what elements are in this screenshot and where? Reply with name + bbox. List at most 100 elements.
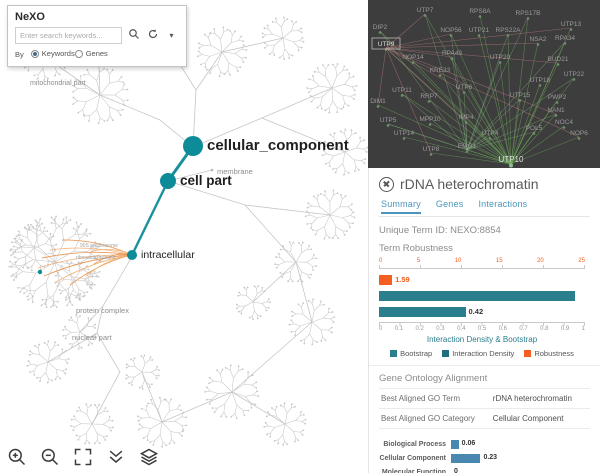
radio-genes[interactable]: Genes bbox=[74, 49, 108, 58]
gene-node-rpa34[interactable] bbox=[563, 42, 567, 45]
gene-node-utp7[interactable] bbox=[423, 14, 427, 17]
close-icon[interactable] bbox=[379, 176, 394, 192]
gene-label-nop14[interactable]: NOP14 bbox=[402, 54, 424, 61]
gene-label-utp20[interactable]: UTP20 bbox=[490, 54, 511, 61]
gene-label-bud21[interactable]: BUD21 bbox=[548, 56, 569, 63]
gene-label-utp14[interactable]: UTP14 bbox=[394, 130, 415, 137]
radio-keywords[interactable]: Keywords bbox=[30, 49, 75, 58]
gene-node-utp18[interactable] bbox=[538, 84, 542, 87]
gene-node-nan1[interactable] bbox=[554, 114, 558, 117]
gene-node-imp4[interactable] bbox=[464, 121, 468, 124]
selected-term-node[interactable] bbox=[37, 269, 43, 275]
gene-label-pwp2[interactable]: PWP2 bbox=[548, 94, 567, 101]
gene-label-nsa2[interactable]: NSA2 bbox=[530, 36, 547, 43]
gene-node-utp11[interactable] bbox=[400, 94, 404, 97]
gene-node-bud21[interactable] bbox=[556, 63, 560, 66]
gene-label-rpa34[interactable]: RPA34 bbox=[555, 35, 575, 42]
gene-node-utp10[interactable] bbox=[509, 163, 513, 168]
gene-node-utp13[interactable] bbox=[569, 28, 573, 31]
tab-interactions[interactable]: Interactions bbox=[478, 199, 528, 209]
reset-button[interactable] bbox=[145, 28, 160, 43]
tree-node-intracellular[interactable] bbox=[127, 250, 137, 260]
gene-node-utp5[interactable] bbox=[386, 124, 390, 127]
zoom-out-button[interactable] bbox=[38, 445, 62, 469]
gene-label-noc4[interactable]: NOC4 bbox=[555, 119, 573, 126]
collapse-all-button[interactable] bbox=[104, 445, 128, 469]
tab-summary[interactable]: Summary bbox=[381, 199, 421, 212]
gene-node-emg1[interactable] bbox=[465, 150, 469, 153]
gene-node-mpp10[interactable] bbox=[428, 123, 432, 126]
gene-label-utp4[interactable]: UTP4 bbox=[482, 130, 499, 137]
zoom-in-button[interactable] bbox=[5, 445, 29, 469]
gene-label-kre33[interactable]: KRE33 bbox=[430, 67, 451, 74]
search-button[interactable] bbox=[126, 28, 141, 43]
gene-node-utp22[interactable] bbox=[572, 78, 576, 81]
gene-node-utp9[interactable] bbox=[384, 48, 388, 51]
gene-node-rps8a[interactable] bbox=[478, 15, 482, 18]
ontology-tree-canvas[interactable] bbox=[0, 0, 368, 473]
gene-node-utp20[interactable] bbox=[498, 61, 502, 64]
gene-node-pwp2[interactable] bbox=[555, 101, 559, 104]
gene-node-utp14[interactable] bbox=[402, 137, 406, 140]
panel-collapse-button[interactable]: ▾ bbox=[164, 28, 179, 43]
gene-label-dim1[interactable]: DIM1 bbox=[370, 98, 386, 105]
gene-label-rps8a[interactable]: RPS8A bbox=[469, 8, 491, 15]
gene-label-utp6[interactable]: UTP6 bbox=[456, 84, 473, 91]
gene-node-dim1[interactable] bbox=[376, 105, 380, 108]
gene-label-rps22a[interactable]: RPS22A bbox=[496, 27, 522, 34]
divider bbox=[369, 365, 600, 366]
gene-label-pol5[interactable]: POL5 bbox=[526, 125, 543, 132]
gene-label-utp9[interactable]: UTP9 bbox=[378, 41, 395, 48]
tree-node-cellular-component[interactable] bbox=[183, 136, 203, 156]
gene-label-emg1[interactable]: EMG1 bbox=[458, 143, 477, 150]
gene-node-rrp7[interactable] bbox=[427, 100, 431, 103]
gene-node-nop14[interactable] bbox=[411, 61, 415, 64]
gene-label-nan1[interactable]: NAN1 bbox=[547, 107, 565, 114]
gene-label-utp18[interactable]: UTP18 bbox=[530, 77, 551, 84]
gene-node-rps17b[interactable] bbox=[526, 17, 530, 20]
gene-label-nop56[interactable]: NOP56 bbox=[440, 27, 462, 34]
gene-node-noc4[interactable] bbox=[562, 126, 566, 129]
gene-label-utp15[interactable]: UTP15 bbox=[510, 92, 531, 99]
gene-node-nsa2[interactable] bbox=[536, 43, 540, 46]
gene-label-rps17b[interactable]: RPS17B bbox=[516, 10, 541, 17]
gene-label-dip2[interactable]: DIP2 bbox=[373, 24, 388, 31]
gene-label-utp13[interactable]: UTP13 bbox=[561, 21, 582, 28]
gene-label-rpa49[interactable]: RPA49 bbox=[442, 50, 462, 57]
gene-label-utp22[interactable]: UTP22 bbox=[564, 71, 585, 78]
gene-node-utp15[interactable] bbox=[518, 99, 522, 102]
gene-label-utp7[interactable]: UTP7 bbox=[417, 7, 434, 14]
gene-node-nop56[interactable] bbox=[449, 34, 453, 37]
gene-node-utp6[interactable] bbox=[462, 91, 466, 94]
layers-button[interactable] bbox=[137, 445, 161, 469]
gene-label-utp5[interactable]: UTP5 bbox=[380, 117, 397, 124]
gene-node-utp21[interactable] bbox=[477, 34, 481, 37]
layers-icon bbox=[139, 447, 159, 467]
gene-label-rrp7[interactable]: RRP7 bbox=[420, 93, 438, 100]
gene-label-utp11[interactable]: UTP11 bbox=[392, 87, 412, 94]
gene-label-utp10[interactable]: UTP10 bbox=[499, 155, 524, 164]
gene-node-utp4[interactable] bbox=[488, 137, 492, 140]
gene-node-rpa49[interactable] bbox=[450, 57, 454, 60]
tab-genes[interactable]: Genes bbox=[435, 199, 464, 209]
gene-label-mpp10[interactable]: MPP10 bbox=[419, 116, 441, 123]
gene-label-utp8[interactable]: UTP8 bbox=[423, 146, 440, 153]
gene-node-dip2[interactable] bbox=[378, 31, 382, 34]
tree-node-cell-part[interactable] bbox=[160, 173, 176, 189]
gene-node-utp8[interactable] bbox=[429, 153, 433, 156]
search-input[interactable] bbox=[15, 27, 122, 44]
radio-dot[interactable] bbox=[74, 49, 83, 58]
gene-node-kre33[interactable] bbox=[438, 74, 442, 77]
gene-label-utp21[interactable]: UTP21 bbox=[469, 27, 490, 34]
gene-label-imp4[interactable]: IMP4 bbox=[458, 114, 474, 121]
gene-node-rps22a[interactable] bbox=[506, 34, 510, 37]
gene-label-nop6[interactable]: NOP6 bbox=[570, 130, 588, 137]
gene-node-nop6[interactable] bbox=[577, 137, 581, 140]
fit-to-screen-button[interactable] bbox=[71, 445, 95, 469]
radio-dot[interactable] bbox=[30, 49, 39, 58]
gene-node-pol5[interactable] bbox=[532, 132, 536, 135]
